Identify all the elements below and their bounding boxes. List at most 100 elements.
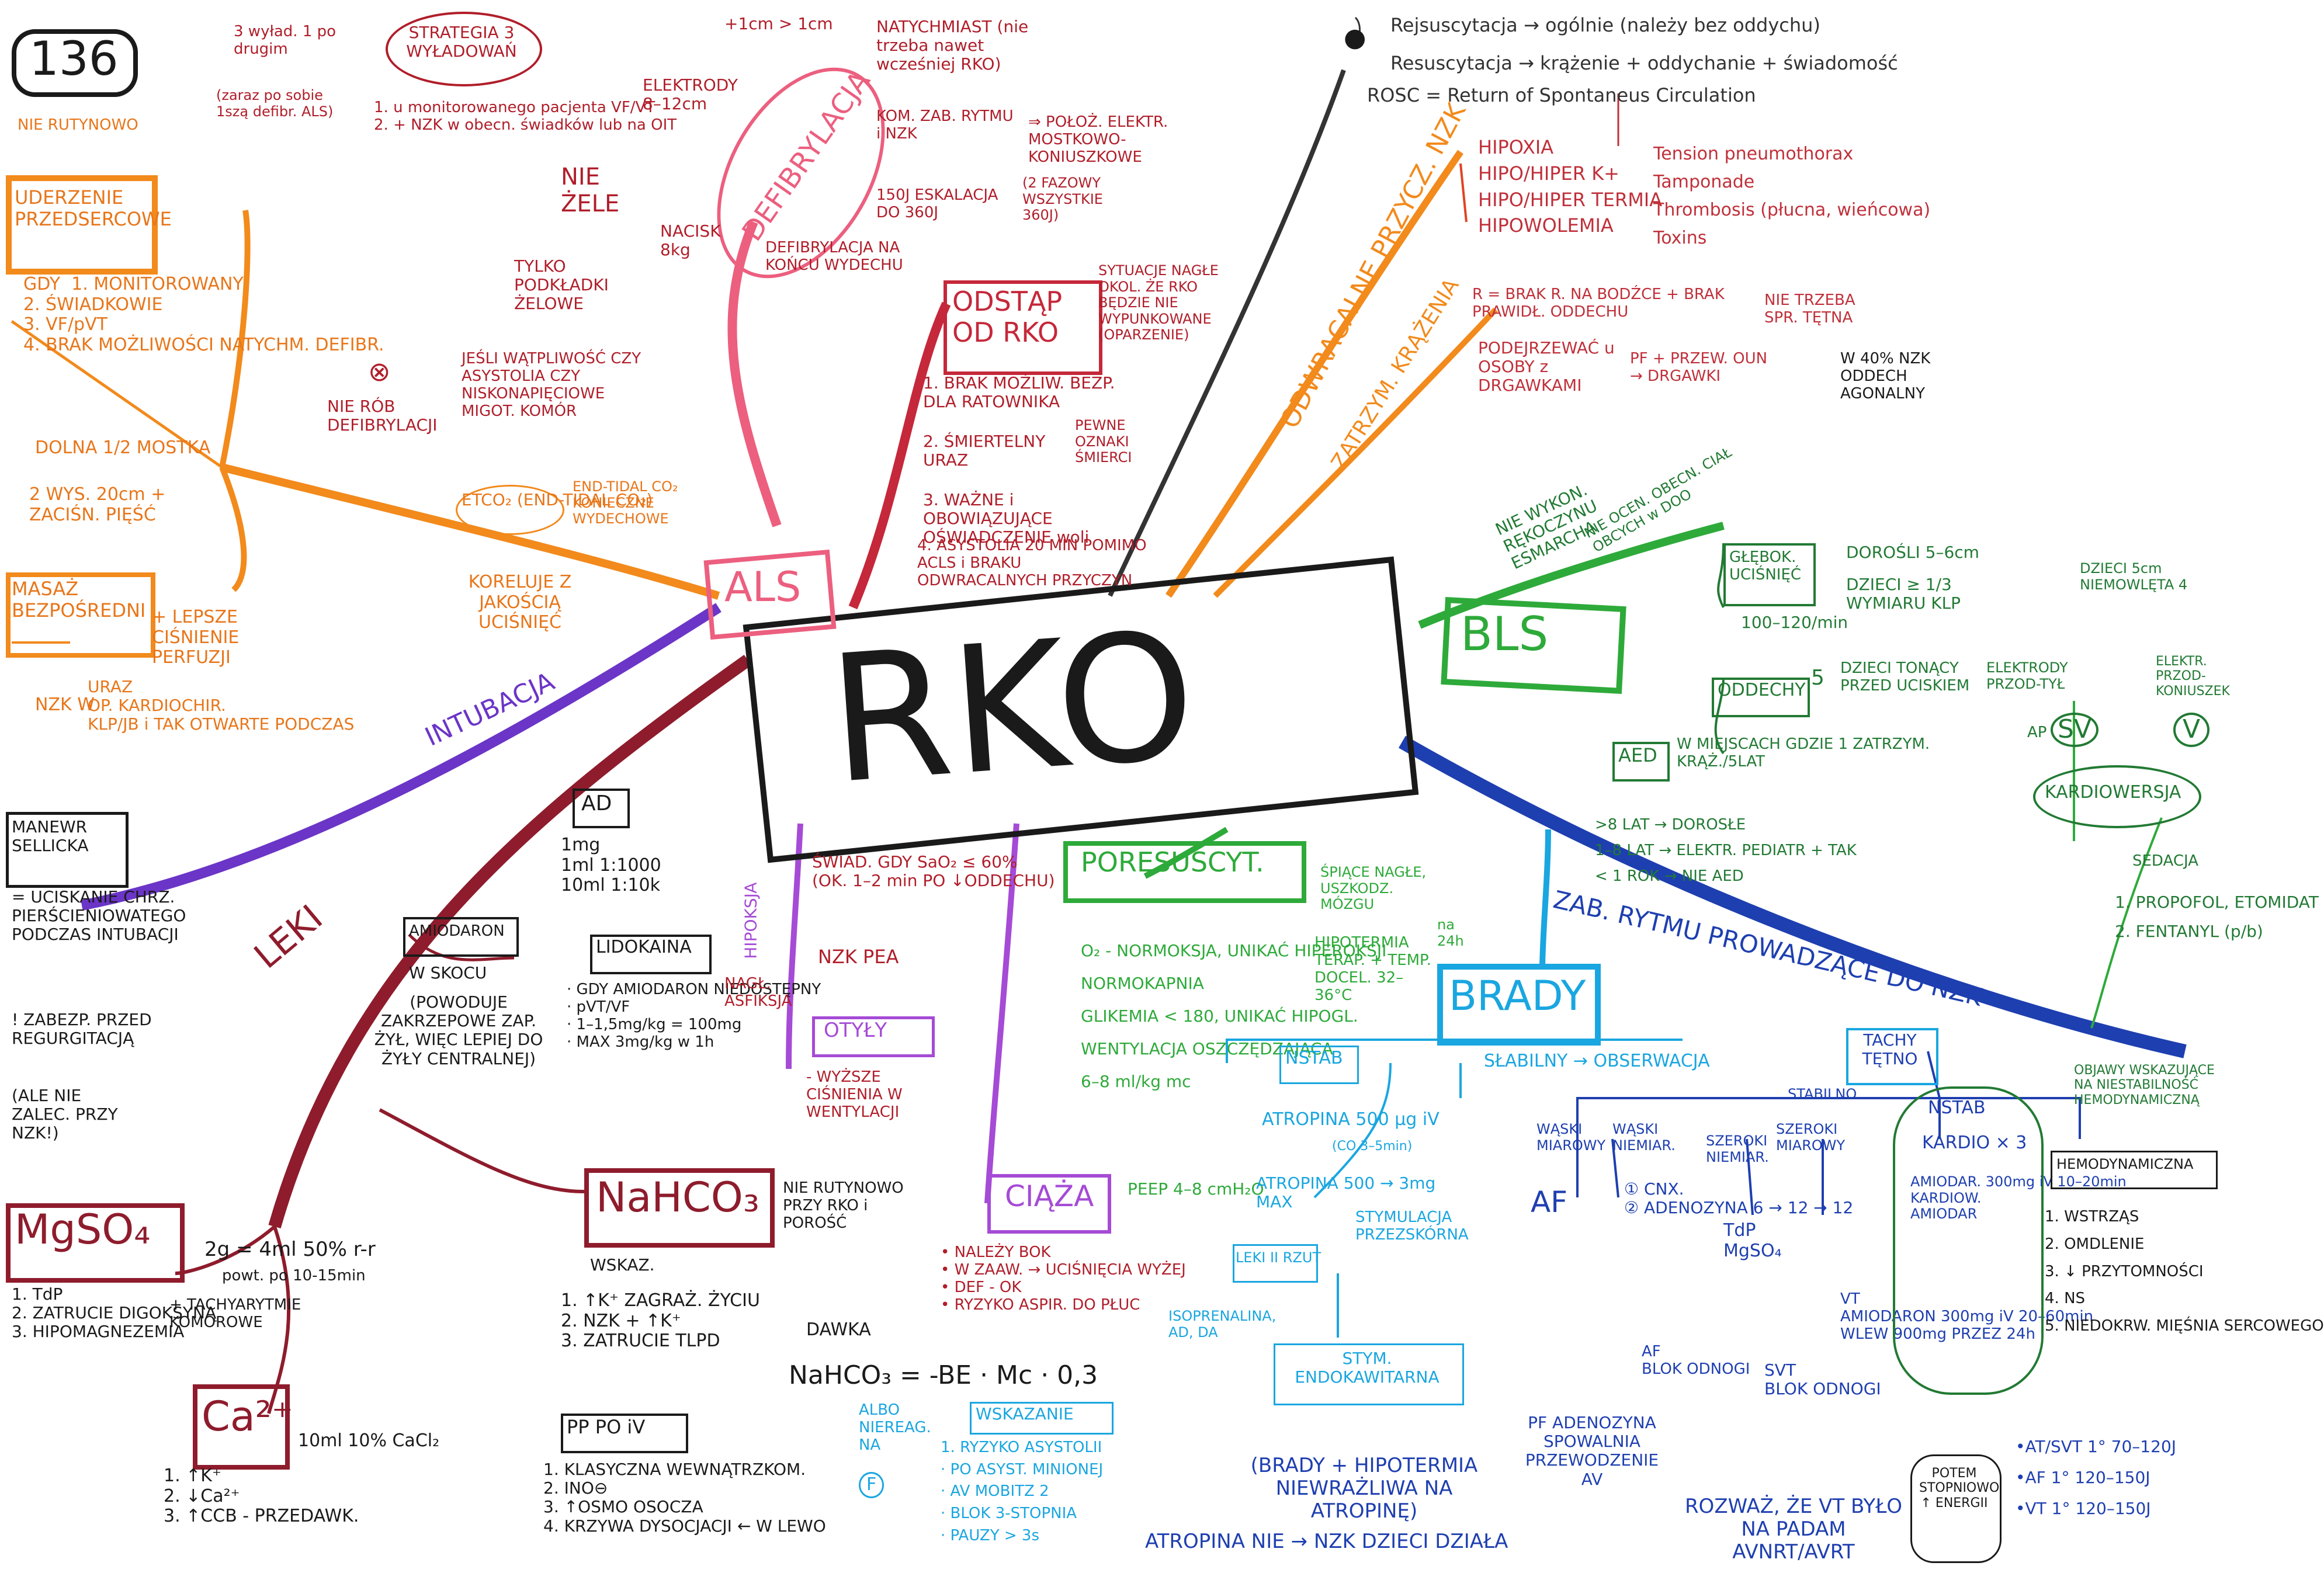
tachy-pf-aden: PF ADENOZYNA SPOWALNIA PRZEWODZENIE AV xyxy=(1525,1413,1659,1489)
nahco3-formula: NaHCO₃ = -BE · Mc · 0,3 xyxy=(789,1360,1098,1390)
hemo-items: 1. WSTRZĄS 2. OMDLENIE 3. ↓ PRZYTOMNOŚCI… xyxy=(2045,1208,2324,1335)
stop-item-2: 2. ŚMIERTELNY URAZ xyxy=(923,432,1046,470)
otyly-label: OTYŁY xyxy=(824,1019,887,1042)
amiodaron-label: AMIODARON xyxy=(409,922,505,940)
strategy-note2: (zaraz po sobie 1szą defibr. ALS) xyxy=(216,87,334,120)
arrest-r-note: NIE TRZEBA SPR. TĘTNA xyxy=(1764,291,1855,327)
branch-violet2 xyxy=(984,823,1019,1204)
mgso4-repeat: powt. po 10-15min xyxy=(222,1267,366,1284)
nahco3-pf-box xyxy=(561,1414,688,1453)
branch-orange-up xyxy=(219,210,251,468)
brady-leki-list: ISOPRENALINA, AD, DA xyxy=(1168,1308,1277,1341)
top-circle-num: ● xyxy=(1344,23,1366,53)
postresus-hypo: HIPOTERMIA TERAP. + TEMP. DOCEL. 32–36°C xyxy=(1314,934,1431,1004)
postresus-coma: ŚPIĄCE NAGŁE, USZKODZ. MÓZGU xyxy=(1320,864,1427,913)
bls-breath: ODDECHY xyxy=(1718,680,1806,700)
bls-deep: GŁĘBOK. UCIŚNIĘĆ xyxy=(1729,548,1802,584)
mindmap-board: RKO 136 ● Rejsuscytacja → ogólnie (należ… xyxy=(6,12,2324,1564)
nahco3-label: NaHCO₃ xyxy=(596,1173,759,1221)
mindmap-branches xyxy=(11,16,2187,1414)
arrest-pf: PF + PRZEW. OUN → DRGAWKI xyxy=(1630,350,1768,385)
stop-box xyxy=(944,280,1102,375)
energy-items: •AT/SVT 1° 70–120J •AF 1° 120–150J •VT 1… xyxy=(2016,1437,2177,1519)
precordial-gdy: GDY 1. MONITOROWANY 2. ŚWIADKOWIE 3. VF/… xyxy=(23,274,384,355)
otyly-note: - WYŻSZE CIŚNIENIA W WENTYLACJI xyxy=(806,1068,903,1121)
nie-rutynowo: NIE RUTYNOWO xyxy=(18,116,138,134)
capno-oval xyxy=(456,485,564,535)
nahco3-pf: 1. KLASYCZNA WEWNĄTRZKOM. 2. INO⊖ 3. ↑OS… xyxy=(543,1460,826,1536)
lidokaina-label: LIDOKAINA xyxy=(596,937,692,957)
defib-pads: TYLKO PODKŁADKI ŻELOWE xyxy=(514,256,609,314)
brady-weak: SŁABILNY → OBSERWACJA xyxy=(1484,1051,1710,1071)
top-line-1: Rejsuscytacja → ogólnie (należy bez oddy… xyxy=(1390,14,1820,36)
bls-adult: DOROŚLI 5–6cm xyxy=(1846,543,1979,562)
capno-note: END-TIDAL CO₂ KONIECZNE WYDECHOWE xyxy=(573,478,678,527)
ekg-v: V xyxy=(2173,713,2210,747)
brady-endo: STYM. ENDOKAWITARNA xyxy=(1295,1349,1440,1387)
arrest-r: R = BRAK R. NA BODŹCE + BRAK PRAWIDŁ. OD… xyxy=(1472,286,1725,321)
lidokaina-items: · GDY AMIODARON NIEDOSTĘPNY · pVT/VF · 1… xyxy=(567,981,821,1051)
ciaza-label: CIĄŻA xyxy=(1005,1179,1094,1213)
brady-atropine-no: ATROPINA NIE → NZK DZIECI DZIAŁA xyxy=(1145,1530,1508,1553)
mgso4-label: MgSO₄ xyxy=(15,1206,151,1253)
branch-green-post xyxy=(1143,827,1229,879)
amiodaron-note: W SKOCU xyxy=(409,963,487,982)
nahco3-note: NIE RUTYNOWO PRZY RKO i POROŚĆ xyxy=(783,1179,904,1232)
defib-nacisk: NACISK 8kg xyxy=(660,221,721,260)
ekg-ap: AP xyxy=(2027,724,2047,741)
direct-nzk: NZK W xyxy=(35,694,95,715)
tachy-stab: STABILNO. xyxy=(1788,1086,1861,1102)
branch-green xyxy=(1418,522,1725,629)
nahco3-box xyxy=(584,1168,775,1248)
defib-nie-zele: NIE ŻELE xyxy=(561,164,620,217)
direct-nzk-items: URAZ OP. KARDIOCHIR. KLP/JB i TAK OTWART… xyxy=(88,677,355,734)
ekg-sv: SV xyxy=(2051,713,2099,747)
tachy-tdp: TdP MgSO₄ xyxy=(1723,1220,1782,1261)
defib-phases: (2 FAZOWY WSZYSTKIE 360J) xyxy=(1022,175,1103,224)
amiodaron-caveat: (POWODUJE ZAKRZEPOWE ZAP. ŻYŁ, WIĘC LEPI… xyxy=(374,992,543,1068)
capno-sub: KORELUJE Z JAKOŚCIĄ UCIŚNIĘĆ xyxy=(468,572,572,633)
defib-end-exp: DEFIBRYLACJA NA KOŃCU WYDECHU xyxy=(765,239,903,274)
tachy-label: TACHY TĘTNO xyxy=(1862,1030,1918,1069)
stop-item-2-note: PEWNE OZNAKI ŚMIERCI xyxy=(1075,417,1132,466)
defib-doubt: JEŚLI WĄTPLIWOŚĆ CZY ASYSTOLIA CZY NISKO… xyxy=(462,350,641,420)
ekg-el2: ELEKTR. PRZOD-KONIUSZEK xyxy=(2156,654,2230,699)
sedation-items: 1. PROPOFOL, ETOMIDAT 2. FENTANYL (p/b) xyxy=(2115,893,2319,942)
tachy-wide-reg: SZEROKI MIAROWY xyxy=(1776,1121,1846,1154)
branch-orange xyxy=(221,463,720,600)
ad-label: AD xyxy=(581,791,612,815)
precordial-where: DOLNA 1/2 MOSTKA xyxy=(35,437,211,458)
strategy-cond: 1. u monitorowanego pacjenta VF/VT 2. + … xyxy=(374,99,677,134)
als-label: ALS xyxy=(724,563,802,611)
ciaza-items: • NALEŻY BOK • W ZAAW. → UCIŚNIĘCIA WYŻE… xyxy=(941,1244,1186,1314)
otyly-box xyxy=(812,1016,935,1057)
tachy-amiodar: AMIODAR. 300mg iV 10–20min KARDIOW. AMIO… xyxy=(1910,1173,2127,1223)
sedation-label: SEDACJA xyxy=(2132,852,2198,870)
ad-box xyxy=(573,789,630,828)
amiodaron-box xyxy=(403,917,519,957)
stop-label: ODSTĄP OD RKO xyxy=(952,286,1063,348)
leki-ii-box xyxy=(1233,1244,1318,1283)
branch-pink xyxy=(727,220,782,527)
hipoksja-label: HIPOKSJA xyxy=(741,882,761,959)
brady-leki-ii: LEKI II RZUT xyxy=(1236,1249,1321,1266)
branch-orange-down xyxy=(219,466,247,592)
nahco3-pf-label: PP PO iV xyxy=(567,1416,646,1438)
no-defib-icon: ⊗ xyxy=(368,356,391,387)
stop-item-4: 4. ASYSTOLIA 20 MIN POMIMO ACLS i BRAKU … xyxy=(917,537,1147,589)
brady-box xyxy=(1437,964,1601,1046)
bls-rate: 100–120/min xyxy=(1741,613,1848,632)
tachy-box xyxy=(1846,1028,1938,1085)
branch-orange2 xyxy=(1166,150,1463,598)
strategy-label: STRATEGIA 3 WYŁADOWAŃ xyxy=(406,23,517,61)
wskazane-label: WSKAZANIE xyxy=(976,1404,1074,1423)
branch-orange3 xyxy=(1213,307,1498,598)
hipoksja-items: ŚWIAD. GDY SaO₂ ≤ 60% (OK. 1–2 min PO ↓O… xyxy=(812,852,1055,891)
breath-box xyxy=(1712,678,1810,717)
defib-immediate: NATYCHMIAST (nie trzeba nawet wcześniej … xyxy=(876,17,1029,74)
direct-label: MASAŻ BEZPOŚREDNI xyxy=(12,578,146,621)
deep-box xyxy=(1723,543,1816,606)
brady-atropine-rep: (CO 3–5min) xyxy=(1332,1139,1413,1154)
brady-nstab: NSTAB xyxy=(1285,1048,1343,1068)
center-title: RKO xyxy=(823,593,1202,823)
